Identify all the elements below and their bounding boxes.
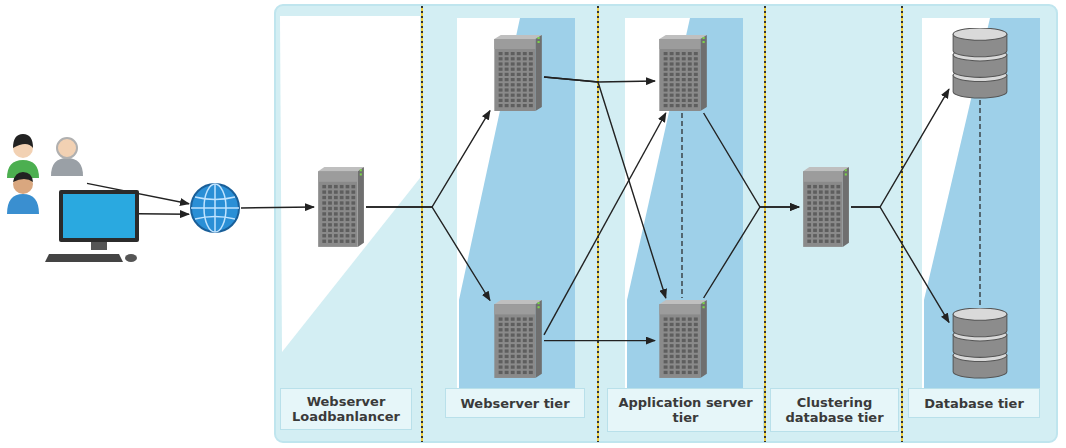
server-node	[655, 298, 709, 380]
server-node	[799, 165, 851, 249]
flow-arrow	[544, 77, 666, 298]
server-icon	[490, 298, 544, 380]
flow-arrow	[704, 113, 799, 207]
flow-arrow	[544, 77, 655, 82]
tier-label-box: Application server tier	[607, 388, 764, 432]
tier-label-box: Webserver Loadbanlancer	[280, 388, 412, 430]
flow-arrow	[704, 207, 799, 298]
flow-arrow	[138, 213, 189, 215]
flow-arrow	[544, 113, 666, 335]
tier-label: Webserver Loadbanlancer	[285, 394, 407, 424]
server-icon	[655, 298, 709, 380]
flow-arrow	[851, 89, 949, 207]
tier-label: Clustering database tier	[775, 395, 894, 425]
tier-label-box: Webserver tier	[445, 388, 585, 418]
tier-label-box: Database tier	[908, 388, 1040, 418]
server-icon	[799, 165, 851, 249]
database-icon	[949, 28, 1011, 100]
flow-arrow	[366, 111, 490, 207]
cluster-link	[979, 100, 980, 308]
database-icon	[949, 308, 1011, 380]
server-icon	[490, 33, 544, 113]
pc-node	[45, 188, 141, 266]
globe-node	[189, 182, 241, 234]
server-icon	[655, 33, 709, 113]
server-icon	[314, 165, 366, 249]
flow-arrow	[851, 207, 949, 322]
server-node	[314, 165, 366, 249]
server-node	[490, 33, 544, 113]
flow-arrow	[544, 340, 655, 341]
db-node	[949, 308, 1011, 380]
db-node	[949, 28, 1011, 100]
cluster-link	[681, 113, 682, 298]
server-node	[655, 33, 709, 113]
flow-arrow	[366, 207, 490, 301]
tier-label: Application server tier	[612, 395, 759, 425]
flow-arrow	[241, 207, 314, 208]
internet-globe	[189, 182, 241, 234]
tier-label: Database tier	[924, 396, 1024, 411]
tier-label-box: Clustering database tier	[770, 388, 899, 432]
computer-icon	[45, 188, 141, 266]
tier-label: Webserver tier	[460, 396, 569, 411]
server-node	[490, 298, 544, 380]
